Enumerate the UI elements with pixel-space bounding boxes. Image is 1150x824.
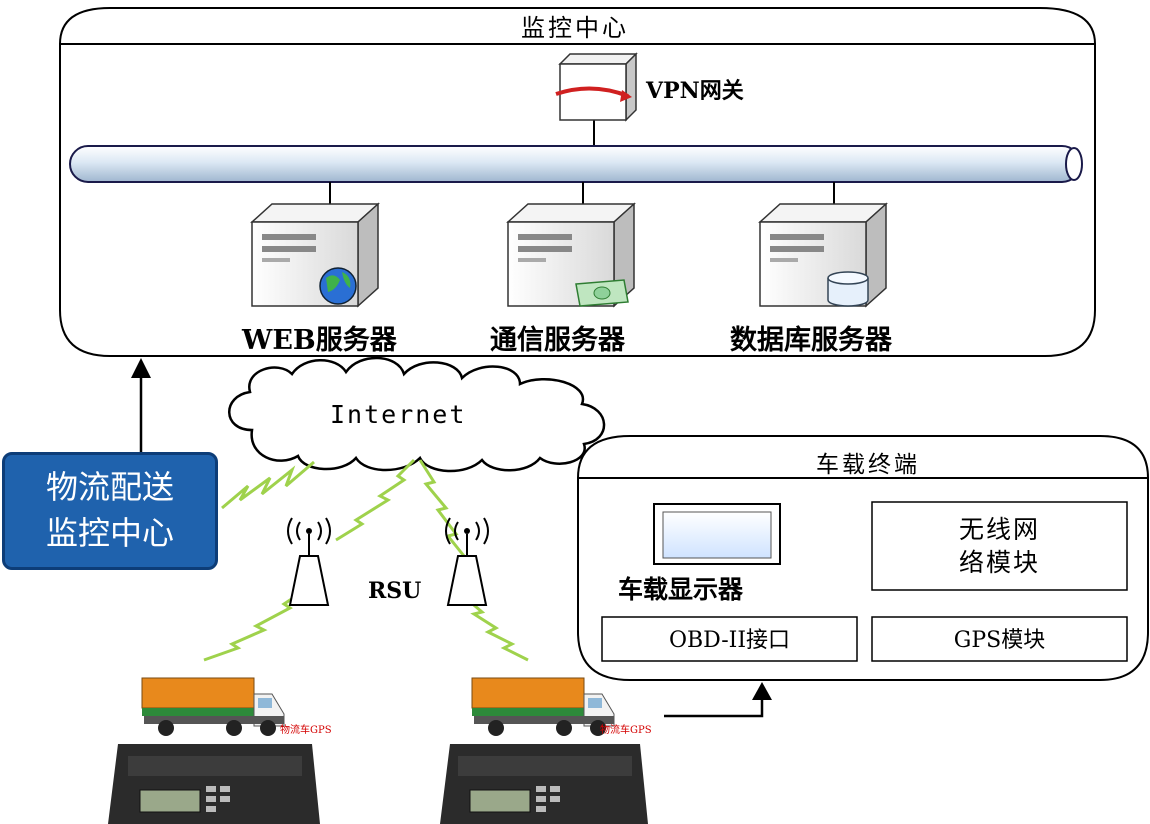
gps-device-1 (108, 744, 320, 824)
rsu-label: RSU (368, 578, 421, 604)
display-monitor-icon (654, 504, 780, 564)
truck-label-2: 物流车GPS (600, 723, 652, 736)
truck-2 (472, 678, 614, 736)
wireless-link-cloud-rsu1 (336, 460, 414, 540)
wireless-link-rsu2-truck (468, 600, 528, 660)
uplink-arrow (131, 358, 151, 456)
vpn-gateway-label: VPN网关 (646, 73, 744, 105)
wireless-link-cloud-rsu2 (420, 460, 464, 556)
banknote-icon (576, 280, 628, 306)
wireless-module-line1: 无线网 (872, 513, 1127, 546)
vehicle-terminal-title: 车载终端 (578, 445, 1150, 479)
terminal-connector (664, 682, 772, 716)
logistics-monitor-center-box: 物流配送 监控中心 (2, 452, 218, 570)
obd-interface-label: OBD-II接口 (602, 622, 857, 654)
web-server-label: WEB服务器 (242, 318, 397, 357)
wireless-link-rsu1-truck (204, 592, 302, 660)
truck-label-1: 物流车GPS (280, 723, 332, 736)
database-server-label: 数据库服务器 (730, 318, 892, 357)
gps-module-label: GPS模块 (872, 622, 1127, 654)
wireless-link-left (222, 462, 314, 508)
database-icon (828, 272, 868, 306)
monitor-center-title: 监控中心 (0, 8, 1150, 43)
internet-label: Internet (330, 400, 466, 429)
logistics-box-line1: 物流配送 (5, 464, 215, 510)
gps-device-2 (440, 744, 648, 824)
globe-icon (320, 268, 356, 304)
wireless-module-label: 无线网 络模块 (872, 513, 1127, 579)
truck-1 (142, 678, 284, 736)
logistics-box-line2: 监控中心 (5, 510, 215, 556)
vehicle-display-label: 车载显示器 (618, 570, 743, 606)
comm-server-label: 通信服务器 (490, 318, 625, 357)
wireless-module-line2: 络模块 (872, 546, 1127, 579)
web-server (252, 204, 378, 306)
rsu-tower-1 (288, 518, 330, 605)
